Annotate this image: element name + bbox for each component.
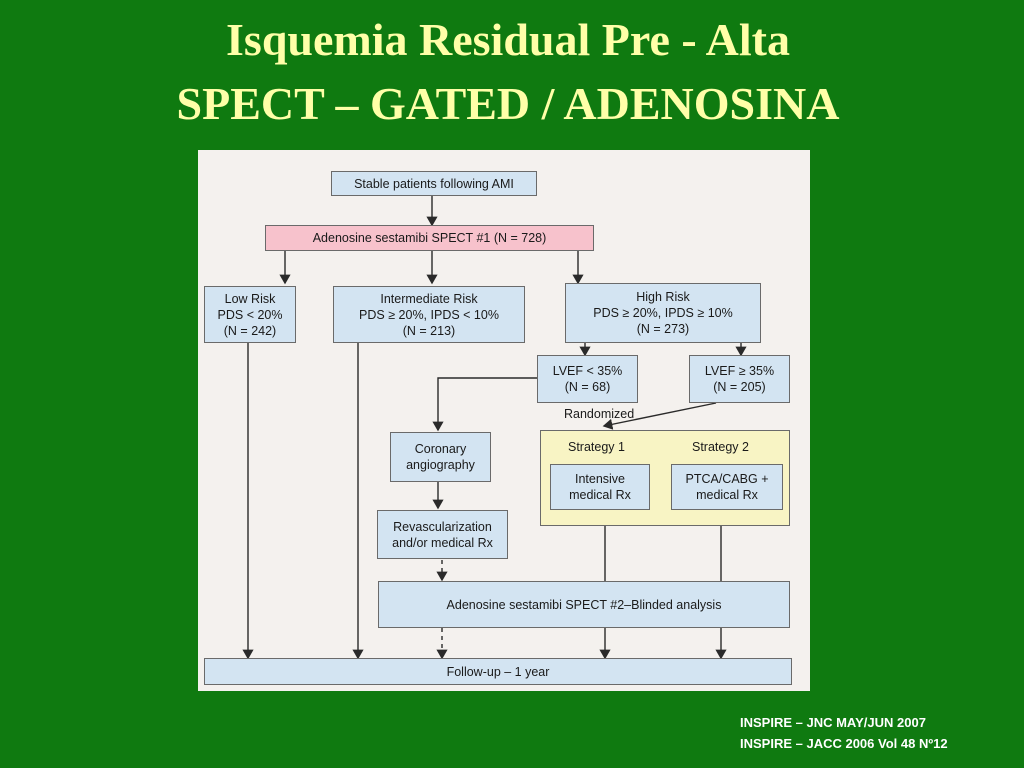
node-revascularization: Revascularization and/or medical Rx <box>377 510 508 559</box>
label-strategy2: Strategy 2 <box>692 440 749 454</box>
arrow-lvef-low-coronary <box>432 377 538 432</box>
arrow-lvef-high-randomized <box>602 402 717 430</box>
slide-title-line1: Isquemia Residual Pre - Alta <box>226 14 790 65</box>
node-coronary-angiography: Coronary angiography <box>390 432 491 482</box>
node-high-risk: High Risk PDS ≥ 20%, IPDS ≥ 10% (N = 273… <box>565 283 761 343</box>
label-strategy1: Strategy 1 <box>568 440 625 454</box>
footer-reference-1: INSPIRE – JNC MAY/JUN 2007 <box>740 715 926 730</box>
footer-reference-2: INSPIRE – JACC 2006 Vol 48 Nº12 <box>740 736 948 751</box>
node-intensive-medical: Intensive medical Rx <box>550 464 650 510</box>
node-stable-patients: Stable patients following AMI <box>331 171 537 196</box>
label-randomized: Randomized <box>564 407 635 421</box>
node-low-risk: Low Risk PDS < 20% (N = 242) <box>204 286 296 343</box>
slide-title-line2: SPECT – GATED / ADENOSINA <box>176 78 840 129</box>
node-followup: Follow-up – 1 year <box>204 658 792 685</box>
flowchart-figure: Stable patients following AMI Adenosine … <box>198 150 810 691</box>
node-spect1: Adenosine sestamibi SPECT #1 (N = 728) <box>265 225 594 251</box>
node-ptca-cabg: PTCA/CABG + medical Rx <box>671 464 783 510</box>
node-lvef-high: LVEF ≥ 35% (N = 205) <box>689 355 790 403</box>
node-spect2: Adenosine sestamibi SPECT #2–Blinded ana… <box>378 581 790 628</box>
node-lvef-low: LVEF < 35% (N = 68) <box>537 355 638 403</box>
node-intermediate-risk: Intermediate Risk PDS ≥ 20%, IPDS < 10% … <box>333 286 525 343</box>
